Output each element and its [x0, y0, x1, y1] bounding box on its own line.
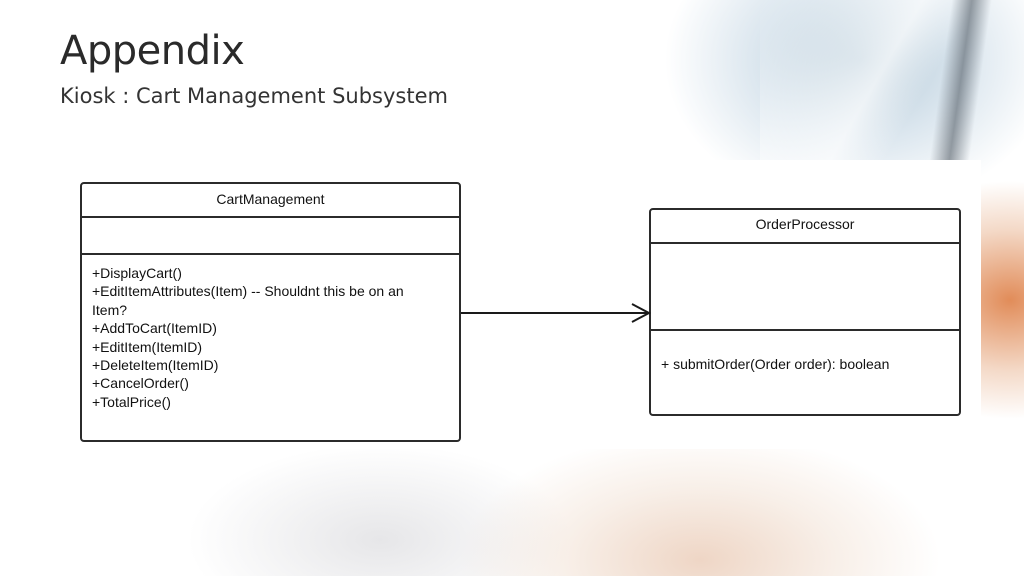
method-edit-item-attributes: +EditItemAttributes(Item) -- Shouldnt th…: [92, 283, 404, 300]
slide-subtitle: Kiosk : Cart Management Subsystem: [60, 84, 448, 108]
method-submit-order: + submitOrder(Order order): boolean: [661, 356, 890, 372]
slide-title: Appendix: [60, 28, 245, 74]
method-edit-item-attributes-continued: Item?: [92, 301, 128, 318]
method-total-price: +TotalPrice(): [92, 393, 171, 410]
class-attributes-cart-management: [82, 218, 459, 255]
class-methods-cart-management: +DisplayCart() +EditItemAttributes(Item)…: [82, 255, 459, 411]
method-delete-item: +DeleteItem(ItemID): [92, 357, 219, 374]
class-name-cart-management: CartManagement: [82, 184, 459, 218]
class-attributes-order-processor: [651, 244, 959, 331]
method-display-cart: +DisplayCart(): [92, 265, 182, 281]
class-name-order-processor: OrderProcessor: [651, 210, 959, 244]
method-cancel-order: +CancelOrder(): [92, 375, 189, 392]
class-box-order-processor: OrderProcessor + submitOrder(Order order…: [649, 208, 961, 416]
method-add-to-cart: +AddToCart(ItemID): [92, 320, 217, 337]
method-edit-item: +EditItem(ItemID): [92, 338, 203, 355]
class-methods-order-processor: + submitOrder(Order order): boolean: [651, 331, 959, 373]
class-box-cart-management: CartManagement +DisplayCart() +EditItemA…: [80, 182, 461, 442]
